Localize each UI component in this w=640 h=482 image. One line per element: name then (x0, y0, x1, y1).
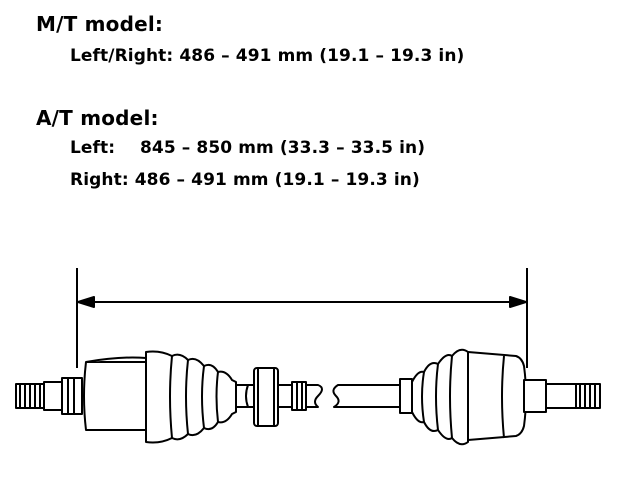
shaft-break-right-section (332, 378, 413, 414)
left-spline-stub (15, 377, 83, 415)
dynamic-damper (253, 367, 279, 427)
mt-model-heading: M/T model: (36, 12, 164, 36)
at-right-value: 486 – 491 mm (19.1 – 19.3 in) (134, 170, 420, 190)
at-model-heading: A/T model: (36, 106, 159, 130)
mt-left-right-label: Left/Right: (70, 46, 174, 66)
left-joint-housing (83, 356, 147, 431)
at-left-spec: Left: 845 – 850 mm (33.3 – 33.5 in) (70, 138, 425, 158)
right-boot (411, 348, 469, 446)
length-dimension-arrow (77, 296, 527, 308)
at-left-label: Left: (70, 138, 116, 158)
right-spline-stub (523, 379, 601, 413)
left-shaft-section (235, 384, 255, 408)
at-left-value: 845 – 850 mm (33.3 – 33.5 in) (140, 138, 426, 158)
mt-left-right-value: 486 – 491 mm (19.1 – 19.3 in) (179, 46, 465, 66)
center-shaft-section (277, 381, 323, 411)
mt-left-right-spec: Left/Right: 486 – 491 mm (19.1 – 19.3 in… (70, 46, 464, 66)
length-extension-lines (76, 268, 528, 368)
left-boot (145, 350, 237, 444)
right-joint-housing (467, 351, 527, 441)
at-right-label: Right: (70, 170, 129, 190)
at-right-spec: Right: 486 – 491 mm (19.1 – 19.3 in) (70, 170, 420, 190)
